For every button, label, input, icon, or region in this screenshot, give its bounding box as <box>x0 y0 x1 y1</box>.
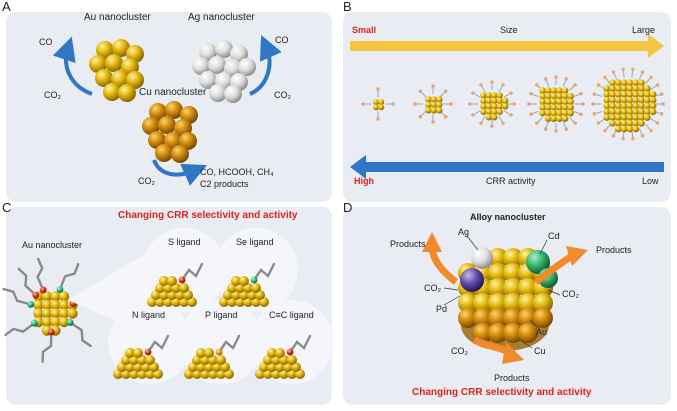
ag-label: Ag <box>458 227 470 237</box>
n-ligand-label: N ligand <box>132 310 166 320</box>
co2-left-label: CO₂ <box>424 283 441 293</box>
cd-label: Cd <box>548 231 560 241</box>
crr-activity-label: CRR activity <box>486 176 536 186</box>
panel-d-footer: Changing CRR selectivity and activity <box>412 387 592 398</box>
size-cluster-3 <box>468 80 516 128</box>
ag-co-label: CO <box>275 35 289 45</box>
panel-c-label: C <box>2 200 12 215</box>
small-label: Small <box>352 25 377 35</box>
ag-atom <box>471 247 493 269</box>
size-arrow <box>350 34 664 58</box>
ligand-surface-5 <box>255 334 312 379</box>
cu-cluster <box>142 101 198 163</box>
size-cluster-5 <box>591 67 665 141</box>
low-label: Low <box>642 176 659 186</box>
au-co2-label: CO₂ <box>44 90 61 100</box>
size-cluster-4 <box>527 75 585 133</box>
cd-atom <box>526 250 550 274</box>
products-right-label: Products <box>596 245 632 255</box>
cu-label: Cu <box>534 346 546 356</box>
panel-a-label: A <box>2 0 11 14</box>
alloy-nanocluster-title: Alloy nanocluster <box>470 212 546 222</box>
ag-co2-label: CO₂ <box>274 90 291 100</box>
au-cluster <box>89 39 144 102</box>
pd-label: Pd <box>436 304 448 314</box>
large-label: Large <box>632 25 656 35</box>
se-ligand-label: Se ligand <box>236 237 274 247</box>
p-ligand-label: P ligand <box>205 310 238 320</box>
panel-b-label: B <box>343 0 352 14</box>
activity-arrow <box>350 155 664 179</box>
products-left-label: Products <box>390 239 426 249</box>
cu-arrow <box>152 159 207 186</box>
cu-products-line2: C2 products <box>200 179 249 189</box>
ligand-surface-2 <box>219 262 276 307</box>
ag-arrow <box>249 35 282 96</box>
ag-cluster <box>192 40 256 103</box>
au-label: Au <box>536 327 548 337</box>
ligand-surfaces <box>113 262 312 379</box>
au-nanocluster-title: Au nanocluster <box>84 12 151 23</box>
cc-ligand-label: C≡C ligand <box>269 310 314 320</box>
size-cluster-1 <box>361 87 395 121</box>
leader-lines <box>443 235 561 349</box>
au-arrow <box>52 36 93 96</box>
co2-right-label: CO₂ <box>562 289 579 299</box>
size-series-clusters <box>361 67 665 141</box>
s-ligand-label: S ligand <box>168 237 201 247</box>
pd-atom <box>460 268 484 292</box>
alloy-cluster <box>458 247 558 351</box>
au-co-label: CO <box>39 37 53 47</box>
size-cluster-2 <box>413 84 453 124</box>
cu-products-line1: CO, HCOOH, CH₄ <box>200 167 274 177</box>
cu-co2-label: CO₂ <box>138 176 155 186</box>
cu-nanocluster-title: Cu nanocluster <box>139 87 207 98</box>
ligand-surface-3 <box>113 334 170 379</box>
ligand-au-cluster <box>2 257 106 364</box>
products-bottom-label: Products <box>494 373 530 383</box>
panel-c-heading: Changing CRR selectivity and activity <box>118 210 298 221</box>
ag-nanocluster-title: Ag nanocluster <box>188 12 255 23</box>
size-label: Size <box>500 25 518 35</box>
ligand-surface-4 <box>184 334 241 379</box>
co2-bottom-label: CO₂ <box>451 346 468 356</box>
ligand-surface-1 <box>147 262 204 307</box>
high-label: High <box>354 176 374 186</box>
panel-d-label: D <box>343 200 353 215</box>
c-au-nanocluster-title: Au nanocluster <box>22 240 83 250</box>
